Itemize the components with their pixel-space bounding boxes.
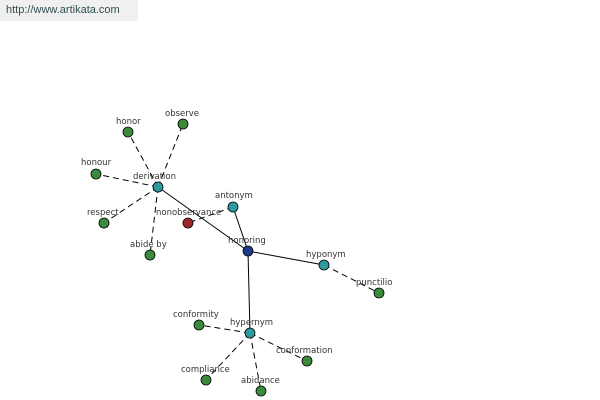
node-conformity[interactable] — [193, 319, 205, 331]
label-nonobservance: nonobservance — [156, 208, 221, 218]
edge-honoring-hypernym — [247, 250, 251, 334]
node-punctilio[interactable] — [373, 287, 385, 299]
label-abide-by: abide by — [130, 240, 167, 250]
url-watermark-text[interactable]: http://www.artikata.com — [6, 4, 120, 16]
edge-honoring-derivation — [157, 186, 249, 252]
label-honour: honour — [81, 158, 112, 168]
node-conformation[interactable] — [301, 355, 313, 367]
node-observe[interactable] — [177, 118, 189, 130]
node-hypernym[interactable] — [244, 327, 256, 339]
label-derivation: derivation — [133, 172, 176, 182]
node-respect[interactable] — [98, 217, 110, 229]
label-hypernym: hypernym — [230, 318, 273, 328]
label-hyponym: hyponym — [306, 250, 346, 260]
edge-derivation-abide-by — [149, 186, 159, 256]
node-antonym[interactable] — [227, 201, 239, 213]
edge-hypernym-conformity — [198, 324, 251, 334]
label-compliance: compliance — [181, 365, 230, 375]
label-antonym: antonym — [215, 191, 253, 201]
edge-derivation-honour — [95, 173, 159, 188]
edge-hypernym-conformation — [249, 332, 308, 362]
edge-hyponym-punctilio — [323, 264, 380, 294]
label-observe: observe — [165, 109, 199, 119]
edge-honoring-hyponym — [247, 250, 325, 266]
node-abide-by[interactable] — [144, 249, 156, 261]
edge-derivation-respect — [103, 186, 159, 224]
edge-derivation-honor — [127, 131, 159, 188]
url-watermark-bar: http://www.artikata.com — [0, 0, 138, 21]
node-honoring[interactable] — [242, 245, 254, 257]
node-nonobservance[interactable] — [182, 217, 194, 229]
node-hyponym[interactable] — [318, 259, 330, 271]
label-respect: respect — [87, 208, 119, 218]
label-honoring: honoring — [228, 236, 266, 246]
label-conformity: conformity — [173, 310, 219, 320]
edge-honoring-antonym — [232, 206, 249, 252]
label-conformation: conformation — [276, 346, 333, 356]
label-abidance: abidance — [241, 376, 280, 386]
node-honour[interactable] — [90, 168, 102, 180]
label-punctilio: punctilio — [356, 278, 392, 288]
label-honor: honor — [116, 117, 141, 127]
edge-derivation-observe — [157, 123, 184, 188]
node-compliance[interactable] — [200, 374, 212, 386]
edge-hypernym-compliance — [205, 332, 251, 381]
node-abidance[interactable] — [255, 385, 267, 397]
node-honor[interactable] — [122, 126, 134, 138]
node-derivation[interactable] — [152, 181, 164, 193]
edge-antonym-nonobservance — [187, 206, 234, 224]
